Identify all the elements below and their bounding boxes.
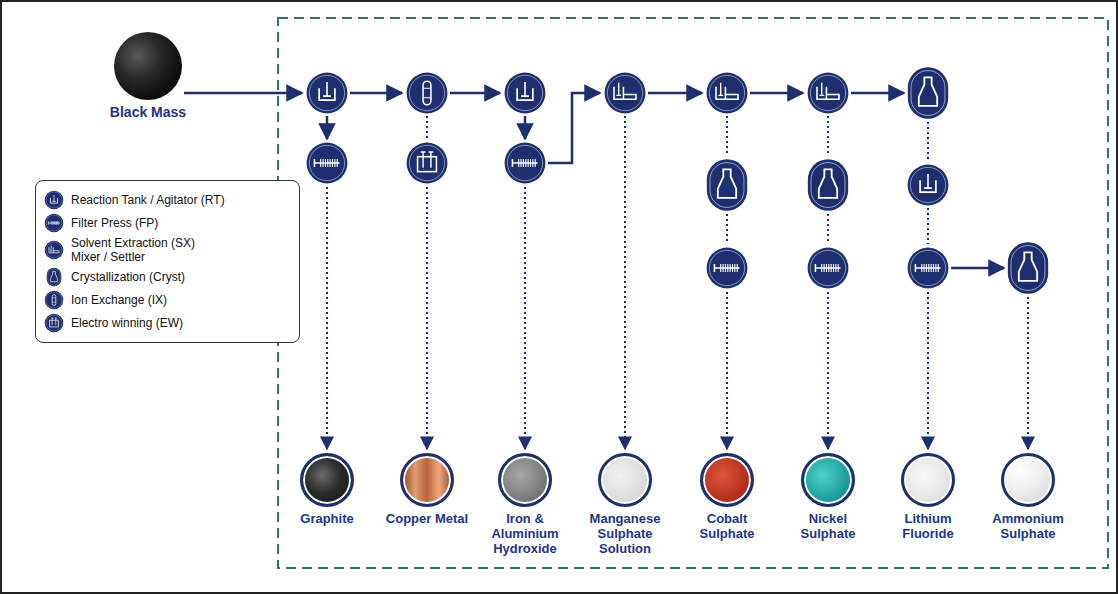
material-sample — [598, 453, 652, 507]
product-output: Iron & Aluminium Hydroxide — [480, 453, 570, 556]
electrowinning-icon — [407, 143, 448, 184]
dotted-link — [827, 214, 829, 244]
product-output: Cobalt Sulphate — [682, 453, 772, 541]
solvent-extraction-icon — [707, 73, 748, 114]
legend-icon — [44, 190, 64, 210]
reaction-tank-icon — [307, 73, 348, 114]
dotted-link — [426, 116, 428, 139]
filter-press-icon — [908, 248, 949, 289]
legend-row: Ion Exchange (IX) — [44, 290, 291, 310]
material-label: Manganese Sulphate Solution — [580, 511, 670, 556]
flow-arrow — [548, 93, 600, 163]
product-leader — [624, 116, 626, 449]
material-label: Ammonium Sulphate — [983, 511, 1073, 541]
product-leader — [524, 187, 526, 449]
dotted-link — [726, 116, 728, 155]
dotted-link — [927, 122, 929, 161]
solvent-extraction-icon — [808, 73, 849, 114]
product-output: Lithium Fluoride — [883, 453, 973, 541]
crystallizer-icon — [808, 159, 848, 210]
feed-material: Black Mass — [93, 32, 203, 121]
product-leader — [827, 292, 829, 449]
filter-press-icon — [505, 143, 546, 184]
material-label: Copper Metal — [382, 511, 472, 526]
product-output: Graphite — [282, 453, 372, 526]
product-leader — [426, 187, 428, 449]
flow-arrow — [450, 92, 500, 95]
legend-icon — [44, 240, 64, 260]
flow-arrow — [851, 92, 904, 95]
flow-arrow — [350, 92, 402, 95]
legend-icon — [44, 290, 64, 310]
product-leader — [927, 292, 929, 449]
filter-press-icon — [307, 143, 348, 184]
legend-box: Reaction Tank / Agitator (RT) Filter Pres… — [35, 180, 300, 343]
material-label: Cobalt Sulphate — [682, 511, 772, 541]
legend-text: Filter Press (FP) — [71, 216, 158, 230]
material-label: Black Mass — [93, 104, 203, 121]
material-sample — [1001, 453, 1055, 507]
filter-press-icon — [808, 248, 849, 289]
material-sample — [498, 453, 552, 507]
material-label: Iron & Aluminium Hydroxide — [480, 511, 570, 556]
product-output: Ammonium Sulphate — [983, 453, 1073, 541]
legend-text: Solvent Extraction (SX) Mixer / Settler — [71, 236, 221, 264]
flow-arrow — [326, 116, 329, 139]
flow-arrow — [648, 92, 702, 95]
legend-text: Reaction Tank / Agitator (RT) — [71, 193, 225, 207]
legend-icon — [44, 267, 64, 287]
product-output: Nickel Sulphate — [783, 453, 873, 541]
material-sample — [400, 453, 454, 507]
filter-press-icon — [707, 248, 748, 289]
legend-row: Electro winning (EW) — [44, 313, 291, 333]
material-sample — [801, 453, 855, 507]
product-output: Copper Metal — [382, 453, 472, 526]
legend-row: Filter Press (FP) — [44, 213, 291, 233]
dotted-link — [827, 116, 829, 155]
flow-arrow — [750, 92, 803, 95]
crystallizer-icon — [707, 159, 747, 210]
legend-text: Ion Exchange (IX) — [71, 293, 167, 307]
dotted-flow — [327, 116, 1028, 449]
legend-row: Solvent Extraction (SX) Mixer / Settler — [44, 236, 291, 264]
legend-icon — [44, 213, 64, 233]
solvent-extraction-icon — [605, 73, 646, 114]
product-output: Manganese Sulphate Solution — [580, 453, 670, 556]
crystallizer-icon — [1008, 242, 1048, 293]
dotted-link — [726, 214, 728, 244]
flow-arrow — [524, 116, 527, 139]
product-leader — [726, 292, 728, 449]
reaction-tank-icon — [505, 73, 546, 114]
material-label: Graphite — [282, 511, 372, 526]
material-label: Nickel Sulphate — [783, 511, 873, 541]
legend-row: Crystallization (Cryst) — [44, 267, 291, 287]
legend-text: Crystallization (Cryst) — [71, 270, 185, 284]
ion-exchange-icon — [407, 73, 448, 114]
legend-icon — [44, 313, 64, 333]
flow-arrow — [951, 267, 1004, 270]
equipment-icons — [307, 67, 1049, 293]
reaction-tank-icon — [908, 165, 949, 206]
material-sample — [700, 453, 754, 507]
dotted-link — [927, 208, 929, 244]
product-leader — [326, 187, 328, 449]
process-flow — [184, 93, 1004, 268]
feed-arrow — [184, 92, 302, 95]
material-sample — [901, 453, 955, 507]
plant-boundary — [278, 18, 1108, 568]
product-leader — [1027, 297, 1029, 449]
legend-text: Electro winning (EW) — [71, 316, 183, 330]
legend-row: Reaction Tank / Agitator (RT) — [44, 190, 291, 210]
material-sample — [114, 32, 182, 100]
material-label: Lithium Fluoride — [883, 511, 973, 541]
material-sample — [300, 453, 354, 507]
crystallizer-icon — [908, 67, 948, 118]
